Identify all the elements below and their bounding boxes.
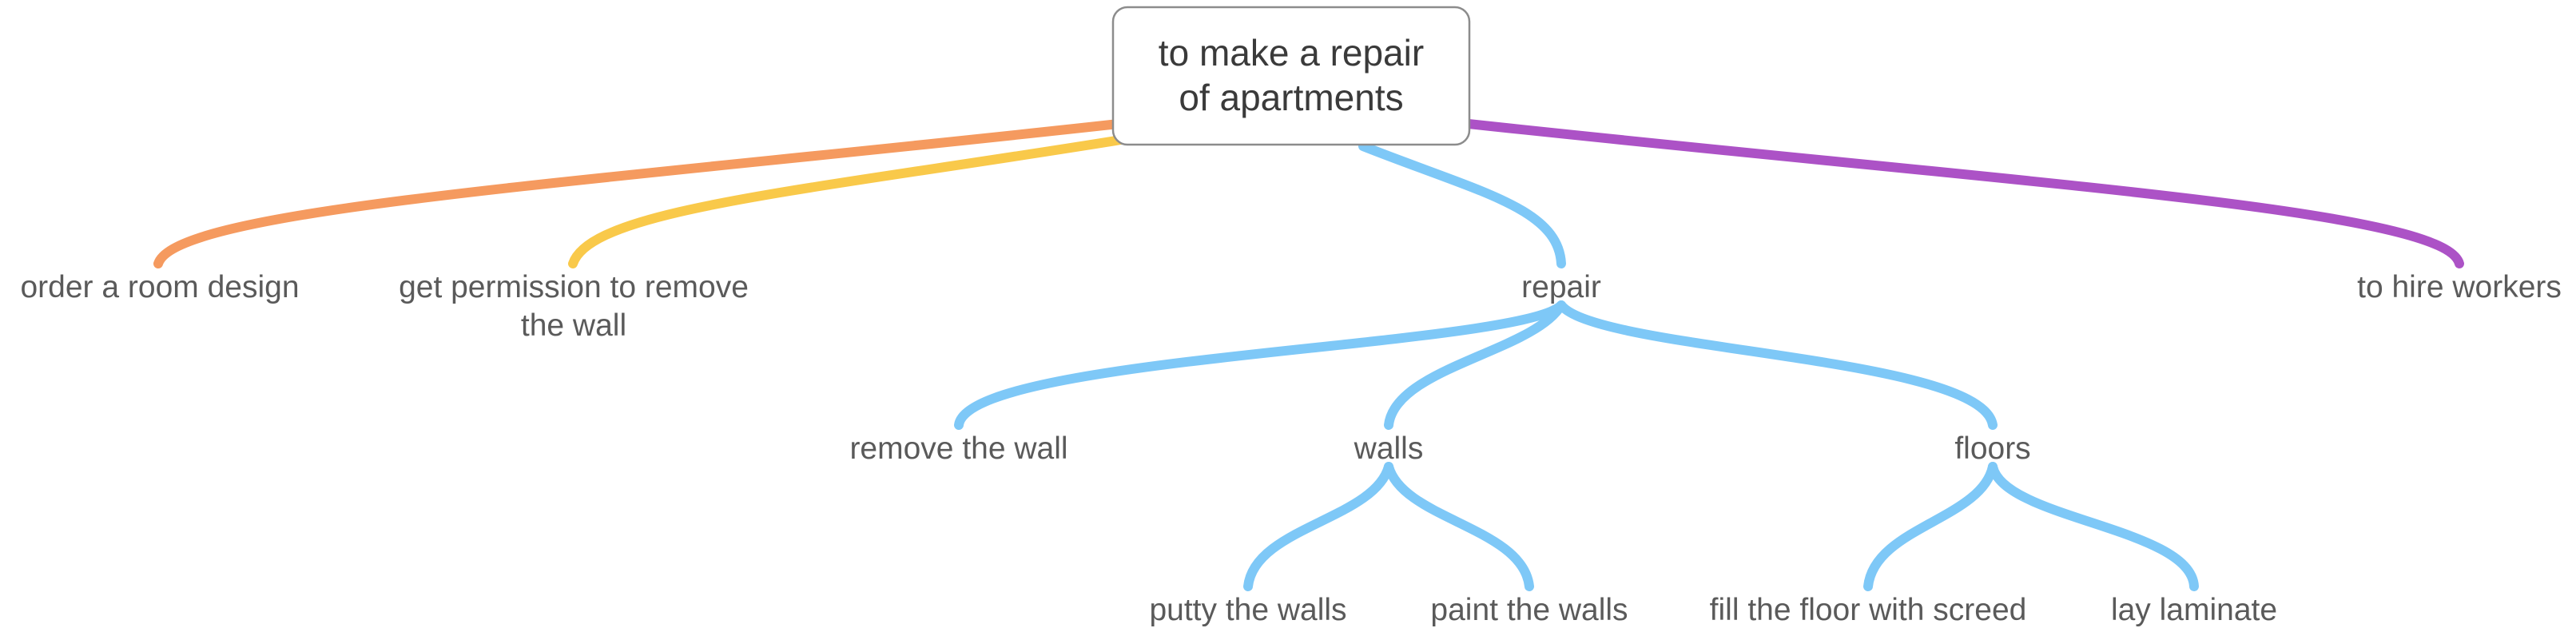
edge-floors-to-fill-screed: [1863, 462, 1998, 591]
topic-paint-walls[interactable]: paint the walls: [1430, 593, 1628, 627]
topic-hire-workers[interactable]: to hire workers: [2357, 270, 2562, 304]
topic-repair[interactable]: repair: [1521, 270, 1601, 304]
edge-walls-to-paint: [1384, 462, 1534, 591]
edge-root-to-hire-workers: [1464, 119, 2464, 268]
topic-fill-screed[interactable]: fill the floor with screed: [1710, 593, 2027, 627]
edge-repair-to-remove-wall: [954, 300, 1566, 430]
edge-floors-to-lay-laminate: [1988, 462, 2199, 591]
topic-get-permission-line2[interactable]: the wall: [521, 308, 626, 343]
root-node-label-line2: of apartments: [1179, 77, 1403, 118]
topic-floors[interactable]: floors: [1954, 431, 2030, 466]
root-node-box: [1111, 6, 1471, 146]
edge-root-to-get-permission: [568, 135, 1126, 268]
topic-get-permission-line1[interactable]: get permission to remove: [399, 270, 749, 304]
topic-putty-walls[interactable]: putty the walls: [1149, 593, 1346, 627]
topic-lay-laminate[interactable]: lay laminate: [2111, 593, 2277, 627]
edge-walls-to-putty: [1243, 462, 1393, 591]
edge-repair-to-floors: [1556, 300, 1998, 430]
root-node-label-line1: to make a repair: [1159, 32, 1424, 74]
root-node[interactable]: to make a repair of apartments: [1111, 6, 1471, 146]
topic-walls[interactable]: walls: [1354, 431, 1424, 466]
edge-root-to-order-design: [153, 119, 1123, 268]
edge-root-to-repair: [1358, 141, 1566, 268]
topic-remove-wall[interactable]: remove the wall: [849, 431, 1067, 466]
edge-repair-to-walls: [1384, 300, 1566, 430]
topic-order-design[interactable]: order a room design: [20, 270, 299, 304]
